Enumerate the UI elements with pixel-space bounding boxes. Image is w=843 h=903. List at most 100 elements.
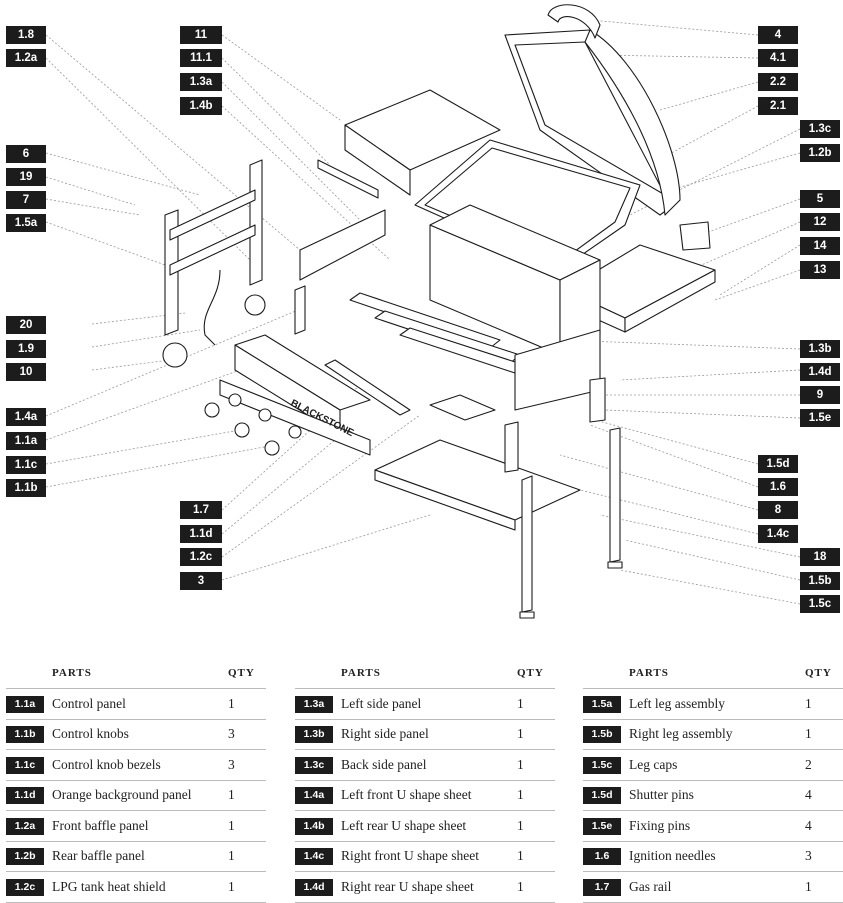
part-id-badge: 1.1d (6, 787, 44, 805)
part-qty: 1 (513, 841, 555, 872)
part-qty: 1 (224, 780, 266, 811)
part-name: Rear baffle panel (48, 841, 224, 872)
part-name: Ignition needles (625, 841, 801, 872)
part-qty: 1 (224, 841, 266, 872)
exploded-assembly-diagram: BLACKSTONE (45, 4, 801, 619)
hood-handle (547, 4, 601, 39)
part-id-badge: 1.5e (583, 817, 621, 835)
callout-11-1: 11.1 (180, 49, 222, 67)
bottom-shelf (374, 439, 581, 531)
callout-5: 5 (800, 190, 840, 208)
qty-header: QTY (224, 660, 266, 689)
gas-rail (324, 359, 411, 416)
part-name: Right leg assembly (625, 719, 801, 750)
part-name: Shutter pins (625, 780, 801, 811)
part-id-badge: 1.3a (295, 695, 333, 713)
callout-1-2c: 1.2c (180, 548, 222, 566)
callout-11: 11 (180, 26, 222, 44)
part-qty: 1 (513, 780, 555, 811)
part-qty: 1 (224, 871, 266, 903)
callout-6: 6 (6, 145, 46, 163)
part-name: Back side panel (337, 749, 513, 781)
callout-1-2b: 1.2b (800, 144, 840, 162)
right-legs (519, 427, 623, 619)
callout-1-1c: 1.1c (6, 456, 46, 474)
part-qty: 1 (513, 871, 555, 903)
left-legs (164, 159, 263, 336)
callout-1-5d: 1.5d (758, 455, 798, 473)
qty-header: QTY (513, 660, 555, 689)
part-id-badge: 1.1a (6, 695, 44, 713)
callout-2-1: 2.1 (758, 97, 798, 115)
part-name: Left front U shape sheet (337, 780, 513, 811)
part-id-badge: 1.2b (6, 848, 44, 866)
part-id-badge: 1.1c (6, 756, 44, 774)
part-name: Front baffle panel (48, 810, 224, 842)
part-id-badge: 1.4b (295, 817, 333, 835)
part-id-badge: 1.2a (6, 817, 44, 835)
callout-8: 8 (758, 501, 798, 519)
part-qty: 3 (801, 841, 843, 872)
part-id-badge: 1.4c (295, 848, 333, 866)
callout-13: 13 (800, 261, 840, 279)
callout-12: 12 (800, 213, 840, 231)
callout-1-1a: 1.1a (6, 432, 46, 450)
rear-baffle (317, 159, 379, 199)
part-qty: 1 (801, 871, 843, 903)
part-qty: 3 (224, 719, 266, 750)
part-id-badge: 1.7 (583, 878, 621, 896)
callout-1-5c: 1.5c (800, 595, 840, 613)
control-panel (219, 334, 371, 456)
left-side-shelf (344, 89, 501, 196)
part-name: Right front U shape sheet (337, 841, 513, 872)
callout-1-6: 1.6 (758, 478, 798, 496)
callout-1-2a: 1.2a (6, 49, 46, 67)
callout-1-1b: 1.1b (6, 479, 46, 497)
callout-1-3c: 1.3c (800, 120, 840, 138)
control-knobs (204, 393, 302, 456)
parts-header: PARTS (625, 660, 801, 689)
id-header (6, 660, 48, 689)
part-name: LPG tank heat shield (48, 871, 224, 903)
callout-1-4b: 1.4b (180, 97, 222, 115)
callout-14: 14 (800, 237, 840, 255)
part-id-badge: 1.5d (583, 787, 621, 805)
callout-4-1: 4.1 (758, 49, 798, 67)
part-qty: 1 (513, 749, 555, 781)
gas-hose (203, 269, 221, 346)
part-qty: 1 (224, 810, 266, 842)
part-name: Left leg assembly (625, 688, 801, 720)
part-id-badge: 1.6 (583, 848, 621, 866)
callout-3: 3 (180, 572, 222, 590)
part-qty: 3 (224, 749, 266, 781)
part-name: Left side panel (337, 688, 513, 720)
part-qty: 1 (513, 810, 555, 842)
part-qty: 4 (801, 810, 843, 842)
callout-9: 9 (800, 386, 840, 404)
burner-tubes (349, 292, 541, 379)
callout-1-4d: 1.4d (800, 363, 840, 381)
part-name: Right side panel (337, 719, 513, 750)
part-id-badge: 1.5c (583, 756, 621, 774)
part-id-badge: 1.1b (6, 726, 44, 744)
callout-1-1d: 1.1d (180, 525, 222, 543)
callout-1-4a: 1.4a (6, 408, 46, 426)
